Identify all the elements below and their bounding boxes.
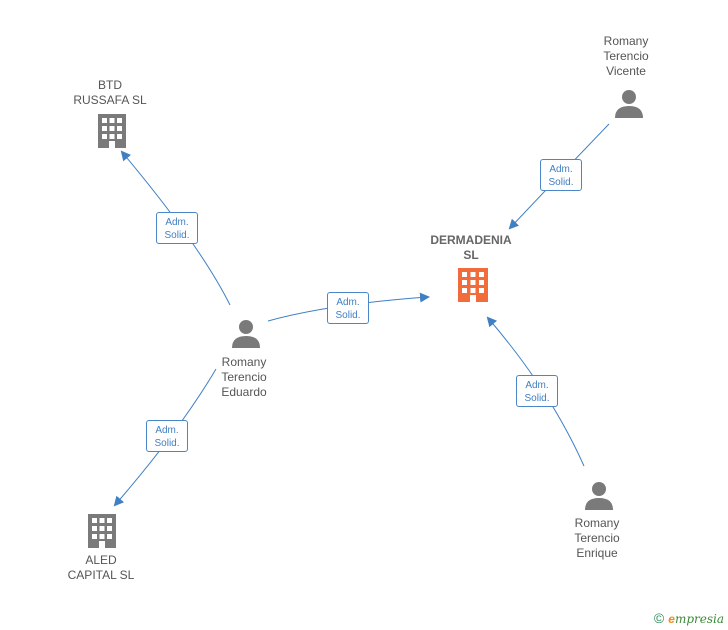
edge-tag-eduardo-main: Adm. Solid. xyxy=(327,292,369,324)
node-label-btd-russafa[interactable]: BTD RUSSAFA SL xyxy=(73,78,147,107)
building-icon-aled[interactable] xyxy=(88,514,116,548)
building-icon-main[interactable] xyxy=(458,268,488,302)
person-icon-enrique[interactable] xyxy=(585,482,613,510)
brand-logo-initial: e xyxy=(668,612,675,626)
brand-logo-text: mpresia xyxy=(674,612,724,626)
person-icon-eduardo[interactable] xyxy=(232,320,260,348)
copyright-symbol: © xyxy=(653,610,665,626)
edge-tag-eduardo-btd: Adm. Solid. xyxy=(156,212,198,244)
building-icon-btd[interactable] xyxy=(98,114,126,148)
node-label-dermadenia[interactable]: DERMADENIA SL xyxy=(430,233,512,262)
edge-tag-eduardo-aled: Adm. Solid. xyxy=(146,420,188,452)
node-label-eduardo[interactable]: Romany Terencio Eduardo xyxy=(221,355,267,399)
node-label-enrique[interactable]: Romany Terencio Enrique xyxy=(574,516,620,560)
footer-brand[interactable]: ©empresia xyxy=(654,610,724,626)
node-label-aled-capital[interactable]: ALED CAPITAL SL xyxy=(67,553,135,582)
edge-tag-enrique-main: Adm. Solid. xyxy=(516,375,558,407)
person-icon-vicente[interactable] xyxy=(615,90,643,118)
edge-tag-vicente-main: Adm. Solid. xyxy=(540,159,582,191)
node-label-vicente[interactable]: Romany Terencio Vicente xyxy=(603,34,649,78)
